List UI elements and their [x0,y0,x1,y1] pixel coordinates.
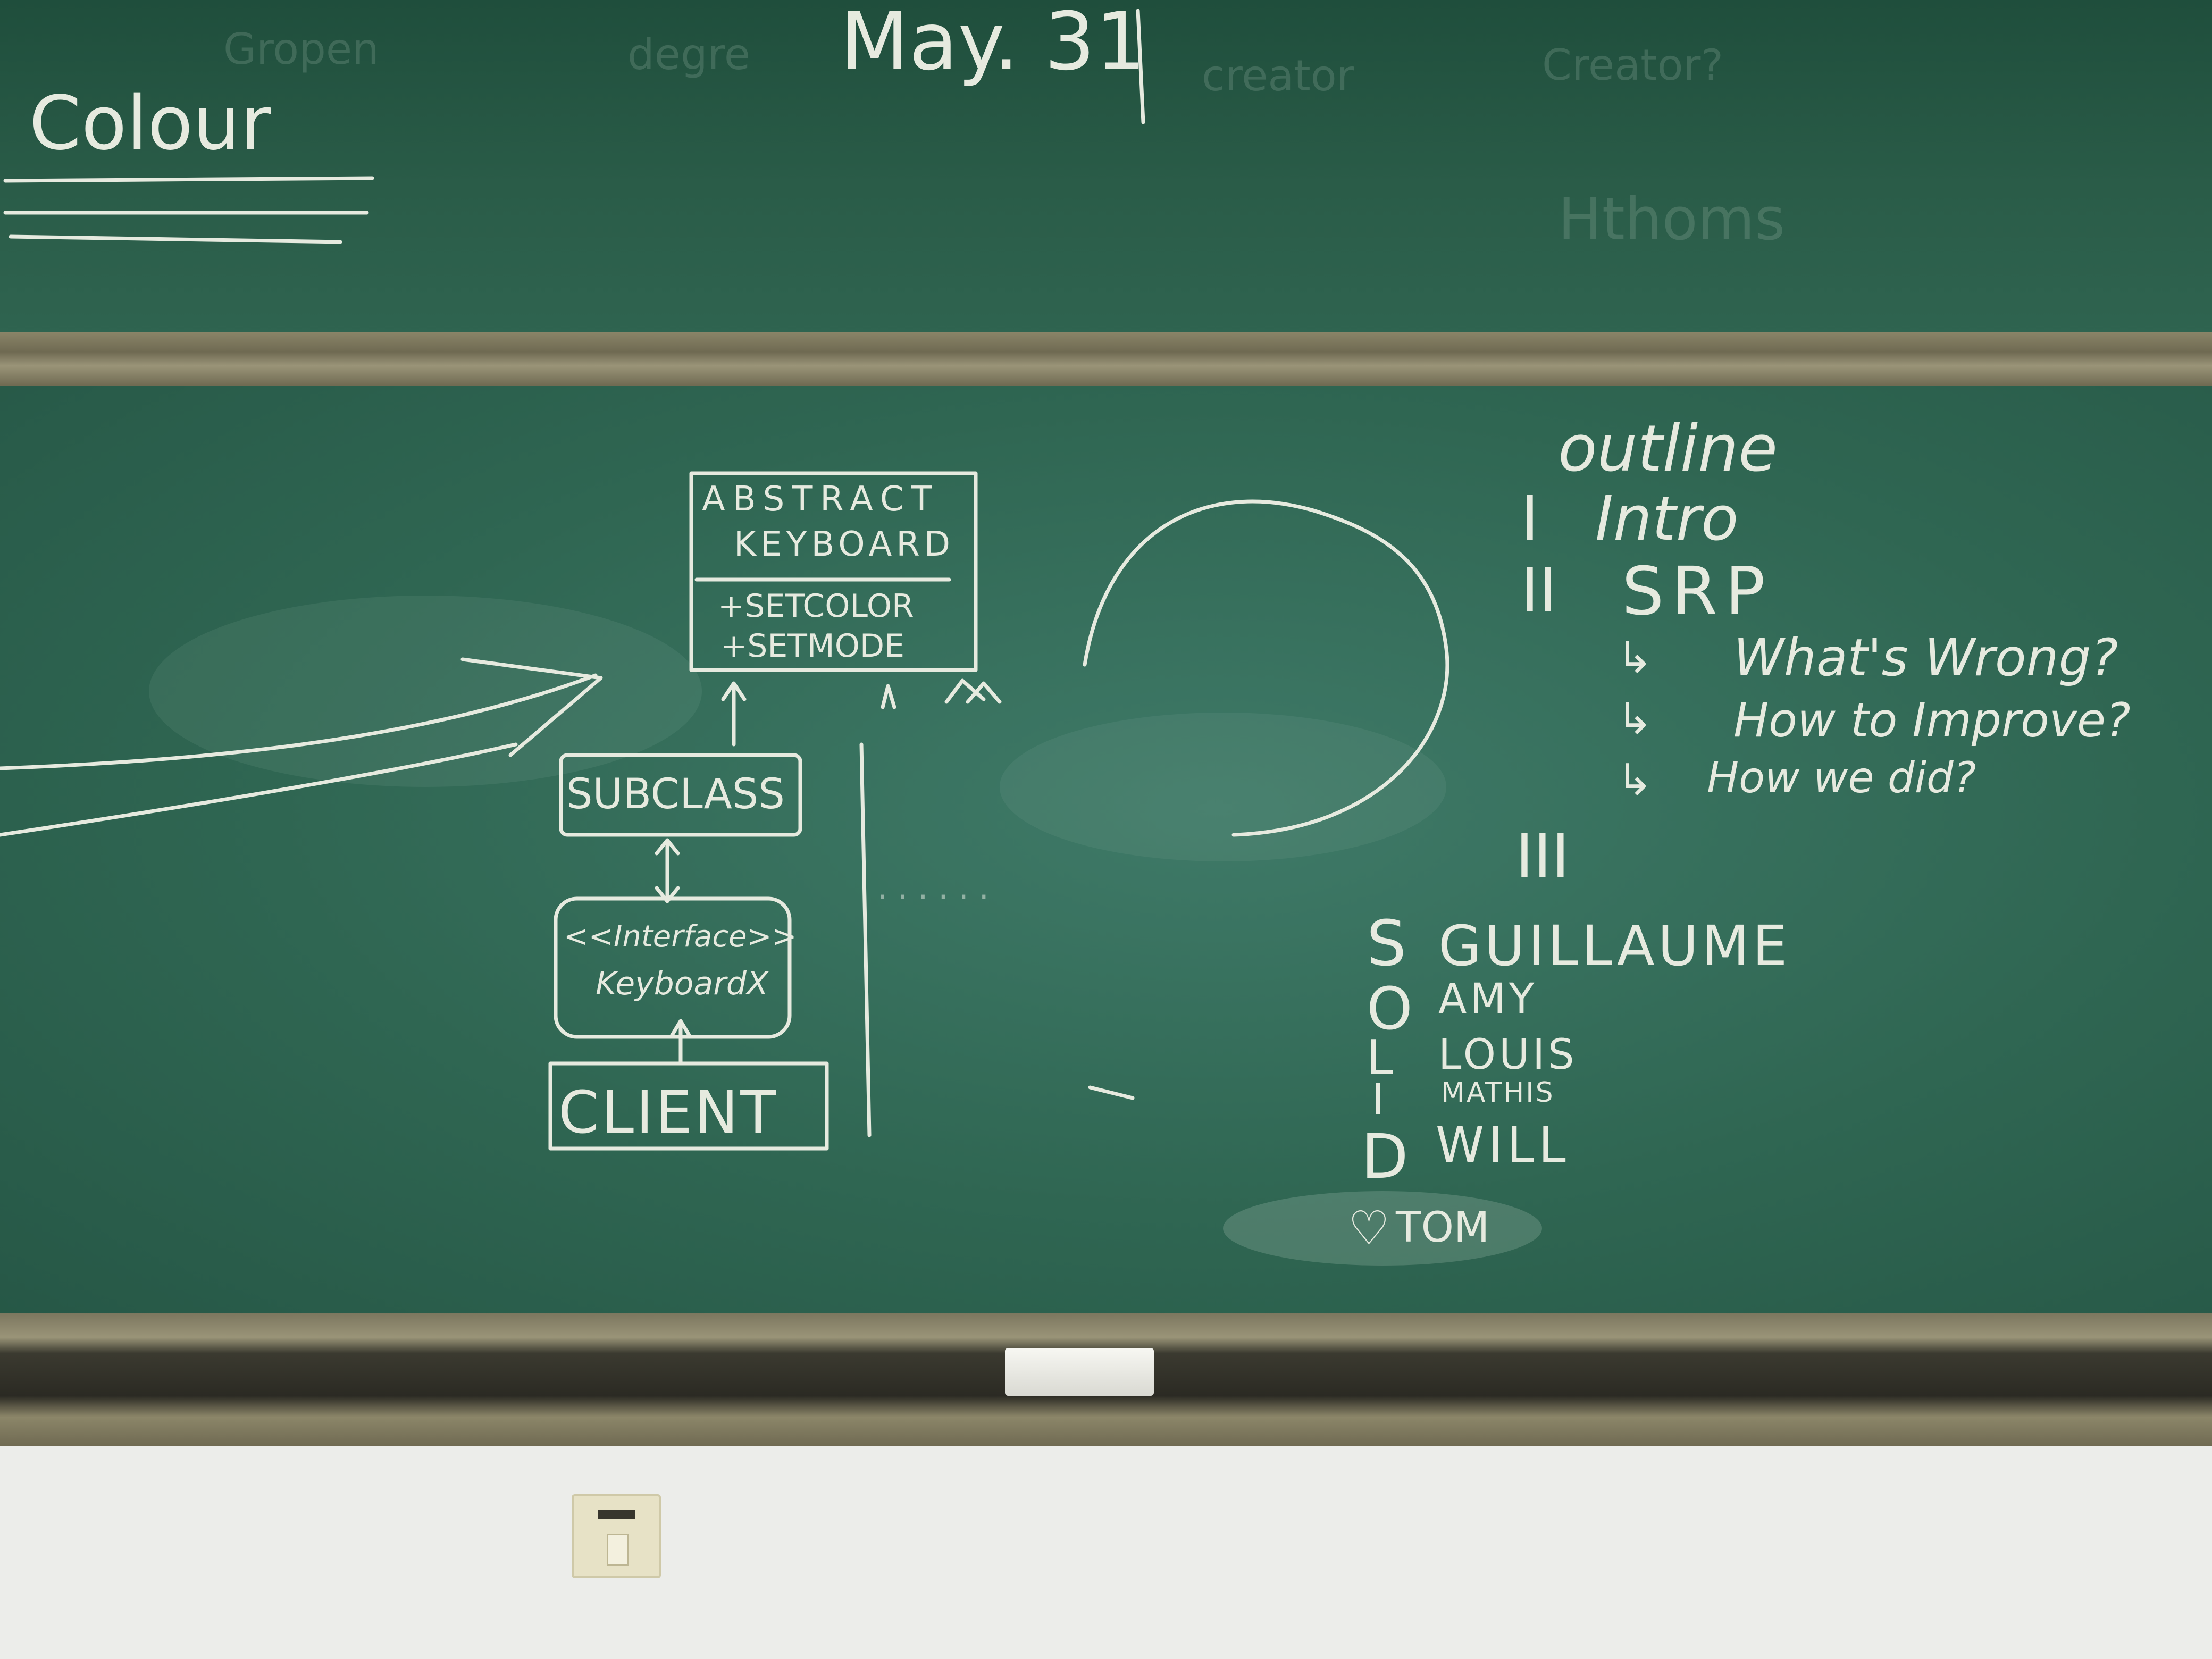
interface-name: KeyboardX [596,965,769,1002]
solid-letter-o: O [1367,975,1413,1043]
eraser [1005,1348,1154,1396]
setcolor-method: +SETCOLOR [718,588,914,625]
client-box [548,1061,829,1151]
keyboard-label: KEYBOARD [734,525,954,564]
solid-letter-i: I [1372,1075,1385,1124]
ghost-text: degre [627,30,750,79]
arrow-shaft-lower [0,742,518,837]
wall [0,1446,2212,1659]
inherit-arrow [944,678,1002,704]
solid-letter-l: L [1367,1030,1393,1086]
subclass-arrow [721,681,747,747]
sub-item-whats-wrong: What's Wrong? [1733,628,2118,688]
wall-switch [572,1494,661,1578]
board-rail [0,332,2212,388]
ellipsis: . . . . . . [877,869,989,907]
client-label: CLIENT [558,1078,778,1146]
interface-stereotype: <<Interface>> [564,919,797,954]
solid-name-mathis: MATHIS [1441,1077,1555,1109]
ghost-text: Hthoms [1558,185,1785,253]
subclass-label: SUBCLASS [566,770,785,818]
heart-icon: ♡ [1348,1201,1390,1255]
solid-name-amy: AMY [1438,975,1537,1023]
inherit-arrow [881,684,896,709]
lower-chalkboard [0,386,2212,1327]
ghost-text: Creator? [1542,40,1723,90]
solid-letter-d: D [1361,1121,1409,1193]
client-arrow [669,1019,692,1066]
arrow-shaft-upper [0,673,598,770]
ghost-text: Gropen [223,24,379,74]
abstract-label: ABSTRACT [702,480,940,519]
solid-letter-s: S [1367,907,1406,980]
underline-1 [3,176,374,183]
outline-numeral-3: III [1515,821,1570,892]
switch-label-plate [598,1510,635,1519]
curved-line [1083,499,1449,837]
chalk-mark [1088,1085,1135,1100]
subclass-box [559,753,802,837]
vertical-divider [859,742,872,1137]
ghost-text: creator [1202,51,1354,100]
colour-heading: Colour [29,80,271,167]
solid-name-will: WILL [1436,1117,1570,1174]
abstract-keyboard-box [689,471,978,672]
sub-item-how-we-did: How we did? [1707,753,1976,802]
outline-item-srp: SRP [1622,553,1773,630]
date-text: May. 31 [840,0,1146,88]
erased-smudge [1223,1191,1542,1266]
switch-toggle [607,1534,629,1566]
sub-arrow: ↳ [1616,633,1653,683]
erased-smudge [1000,713,1446,861]
outline-numeral-2: II [1521,555,1557,626]
erased-smudge [149,596,702,787]
sub-arrow: ↳ [1616,694,1653,744]
date-divider [1136,9,1145,124]
sub-item-how-to-improve: How to Improve? [1733,693,2131,748]
solid-name-guillaume: GUILLAUME [1438,914,1790,978]
sub-arrow: ↳ [1616,755,1653,806]
setmode-method: +SETMODE [720,627,904,665]
arrow-head [460,657,603,757]
outline-heading: outline [1558,412,1778,486]
upper-chalkboard [0,0,2212,340]
underline-3 [9,234,342,244]
solid-name-louis: LOUIS [1438,1031,1578,1079]
subclass-interface-arrow [655,838,680,903]
outline-item-intro: Intro [1595,483,1739,555]
footer-name-tom: TOM [1395,1204,1489,1252]
outline-numeral-1: I [1521,483,1539,555]
